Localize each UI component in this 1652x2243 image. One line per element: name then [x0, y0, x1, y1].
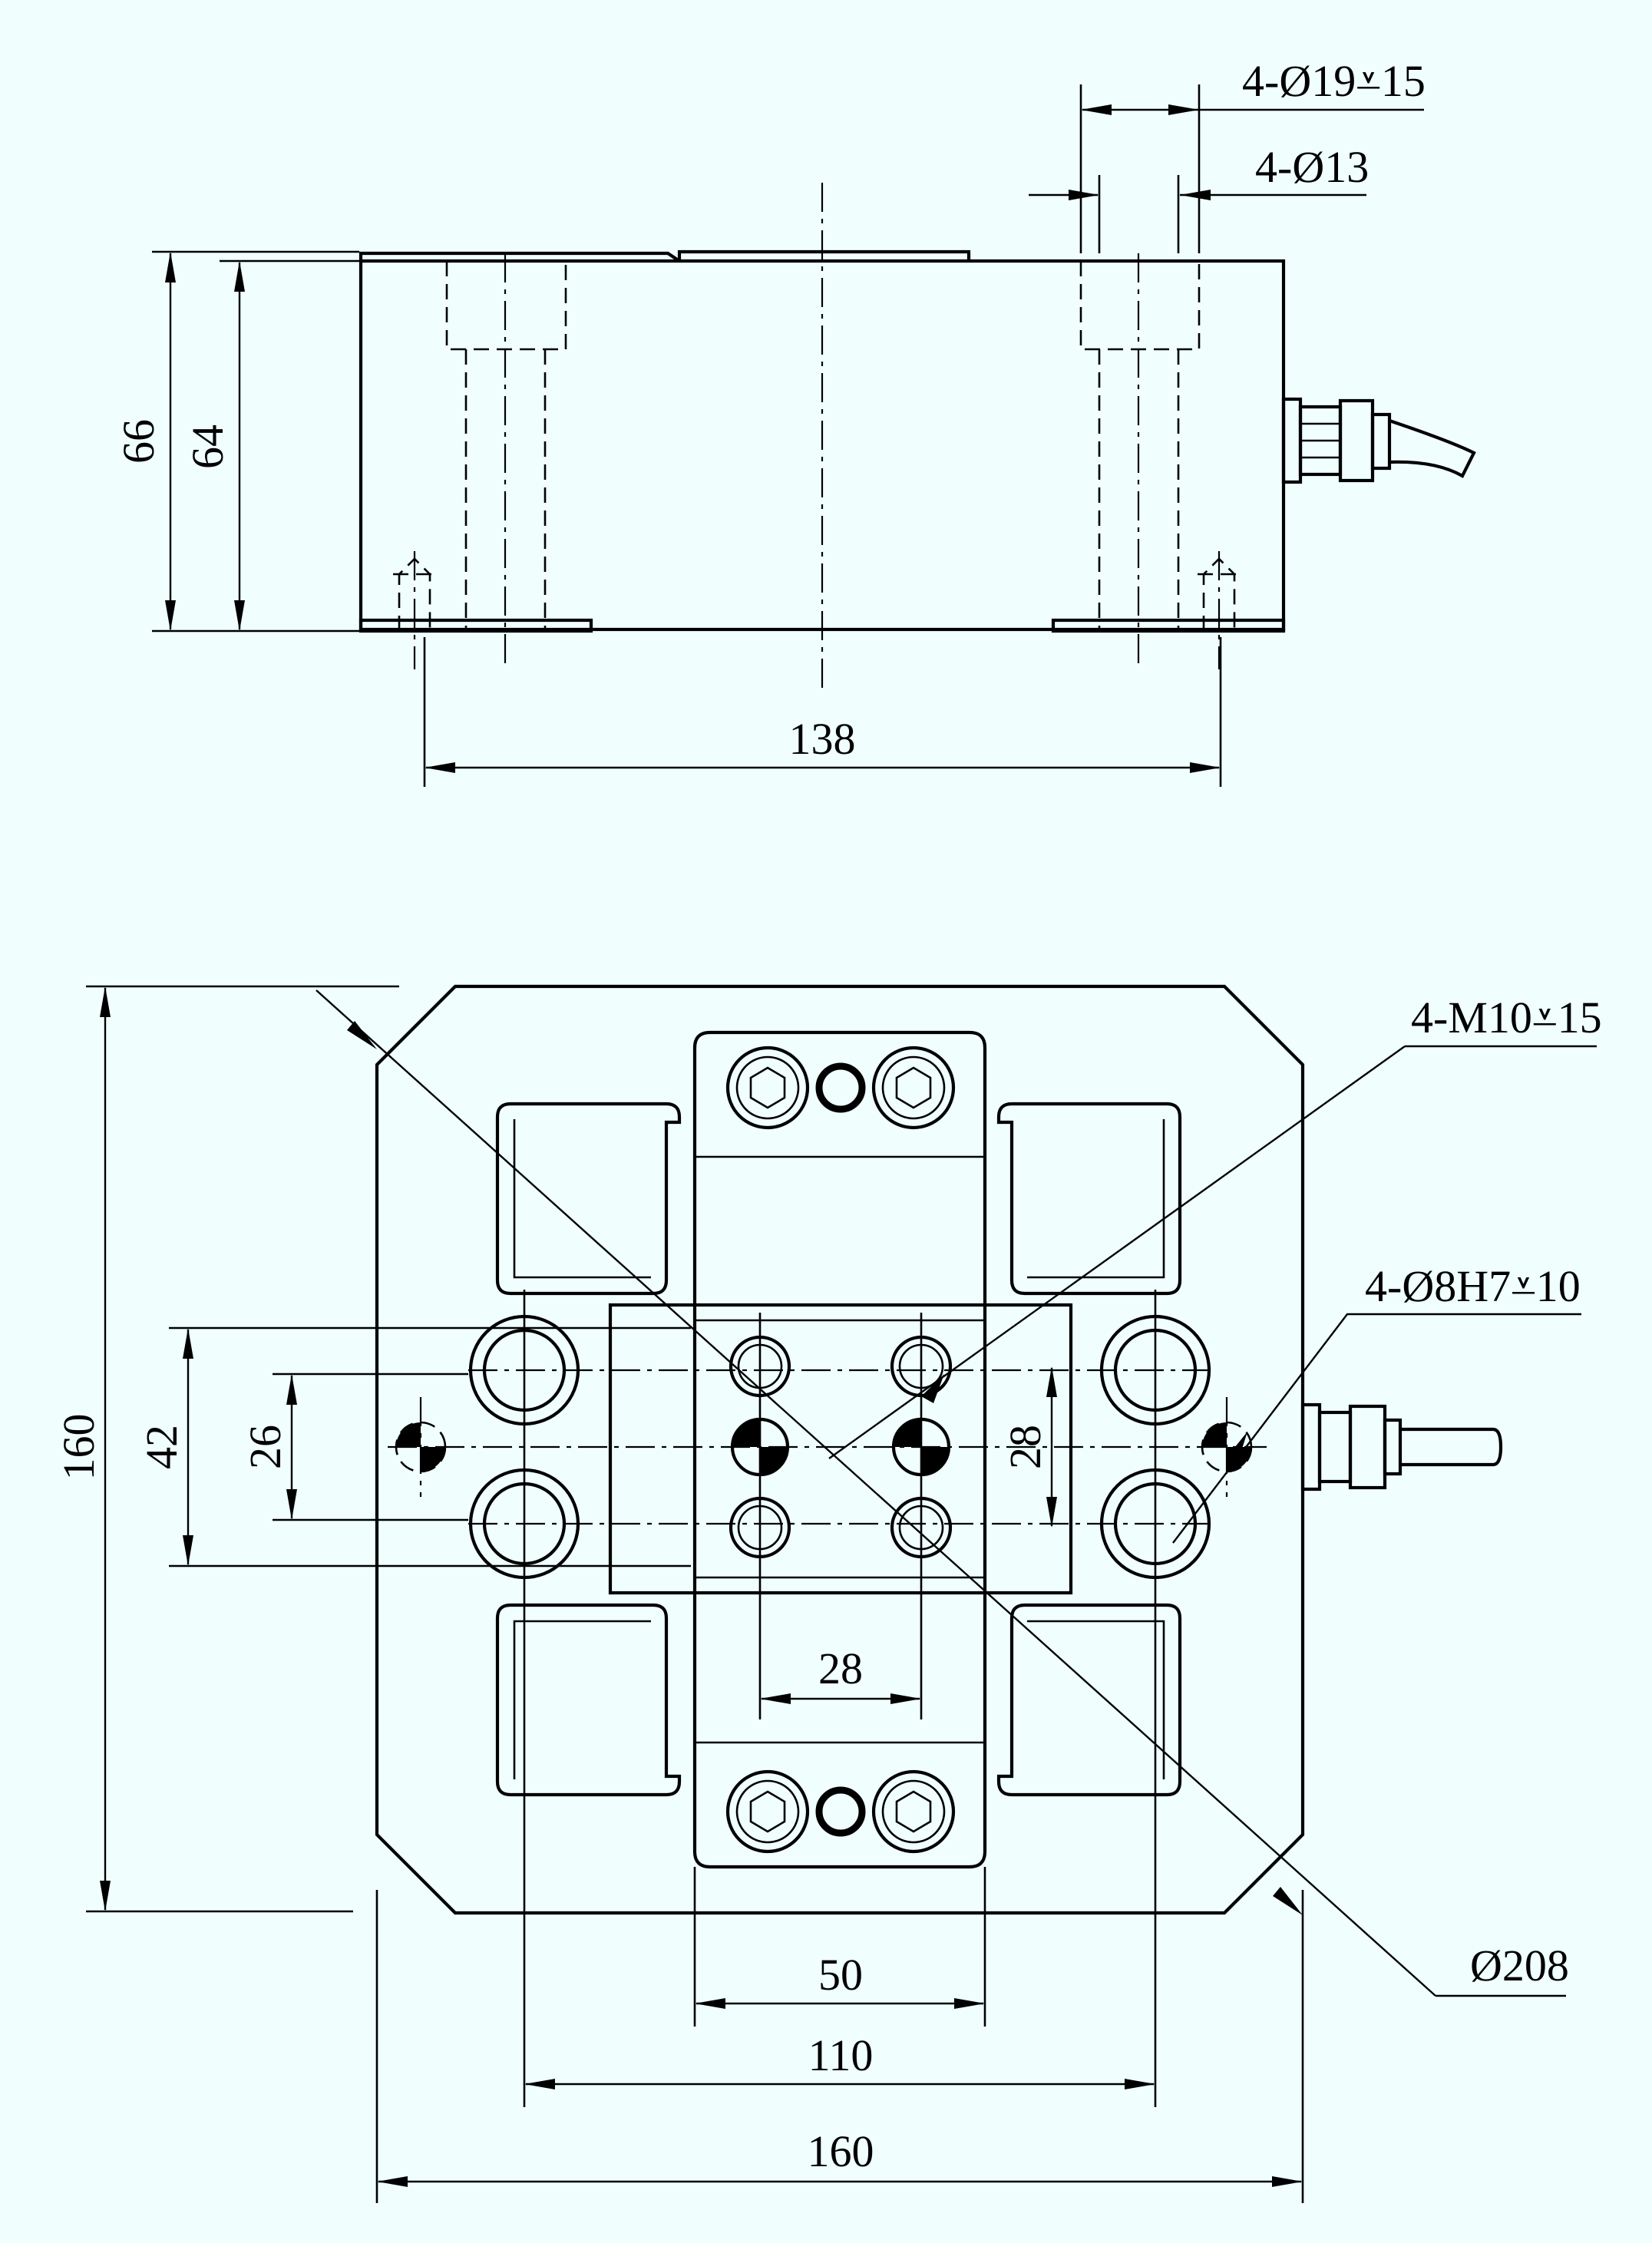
screw-top-left: [725, 1046, 810, 1130]
dim-50-text: 50: [818, 1950, 863, 2000]
dim-28-horizontal-text: 28: [818, 1643, 863, 1693]
top-view: Ø208 4-M10⩡15 4-Ø8H7⩡10 160 42 26 28 28: [54, 984, 1602, 2203]
side-counterbore-callout: 4-Ø19⩡15: [1242, 56, 1426, 106]
diameter-208-line: [316, 989, 1436, 1997]
dim-42-text: 42: [137, 1425, 187, 1469]
dowel-leader: [1172, 1313, 1581, 1544]
side-bottom-plate-right: [1051, 618, 1286, 633]
side-dim-64-text: 64: [183, 424, 233, 469]
side-bottom-plate-left: [358, 618, 593, 633]
slot-top-left: [495, 1102, 682, 1296]
side-through-hole-callout: 4-Ø13: [1255, 142, 1369, 192]
side-top-plate: [358, 249, 971, 263]
top-cable: [1400, 1427, 1503, 1467]
slot-bottom-right: [996, 1603, 1182, 1797]
dim-26-text: 26: [240, 1425, 290, 1469]
side-cable: [1389, 419, 1476, 478]
dim-160-horizontal-text: 160: [808, 2126, 874, 2176]
screw-bottom-left: [725, 1769, 810, 1854]
top-cable-gland: [1300, 1402, 1503, 1491]
thread-callout: 4-M10⩡15: [1411, 993, 1602, 1042]
side-dim-138-text: 138: [789, 714, 856, 764]
side-dim-66-text: 66: [114, 419, 164, 464]
side-right-through-hole: [1098, 349, 1180, 629]
dowel-callout: 4-Ø8H7⩡10: [1365, 1261, 1581, 1311]
side-left-through-hole: [464, 349, 547, 629]
side-view: 66 64 138 4-Ø19⩡15 4-Ø13: [114, 56, 1476, 787]
dim-28-vertical-text: 28: [1000, 1425, 1050, 1469]
screw-top-right: [871, 1046, 956, 1130]
diameter-208-text: Ø208: [1470, 1941, 1569, 1990]
dim-110-text: 110: [808, 2030, 874, 2080]
pin-bottom: [815, 1786, 866, 1837]
base-plate-outline: [375, 984, 1305, 1915]
thread-leader: [828, 1046, 1406, 1459]
dim-160-vertical-text: 160: [54, 1414, 104, 1481]
side-right-counterbore: [1079, 261, 1201, 351]
screw-bottom-right: [871, 1769, 956, 1854]
slot-bottom-left: [495, 1603, 682, 1797]
slot-top-right: [996, 1102, 1182, 1296]
pin-top: [815, 1062, 866, 1113]
center-block: [692, 1030, 987, 1869]
side-left-counterbore: [445, 261, 567, 351]
center-band: [608, 1303, 1073, 1595]
side-cable-gland: [1281, 397, 1476, 484]
